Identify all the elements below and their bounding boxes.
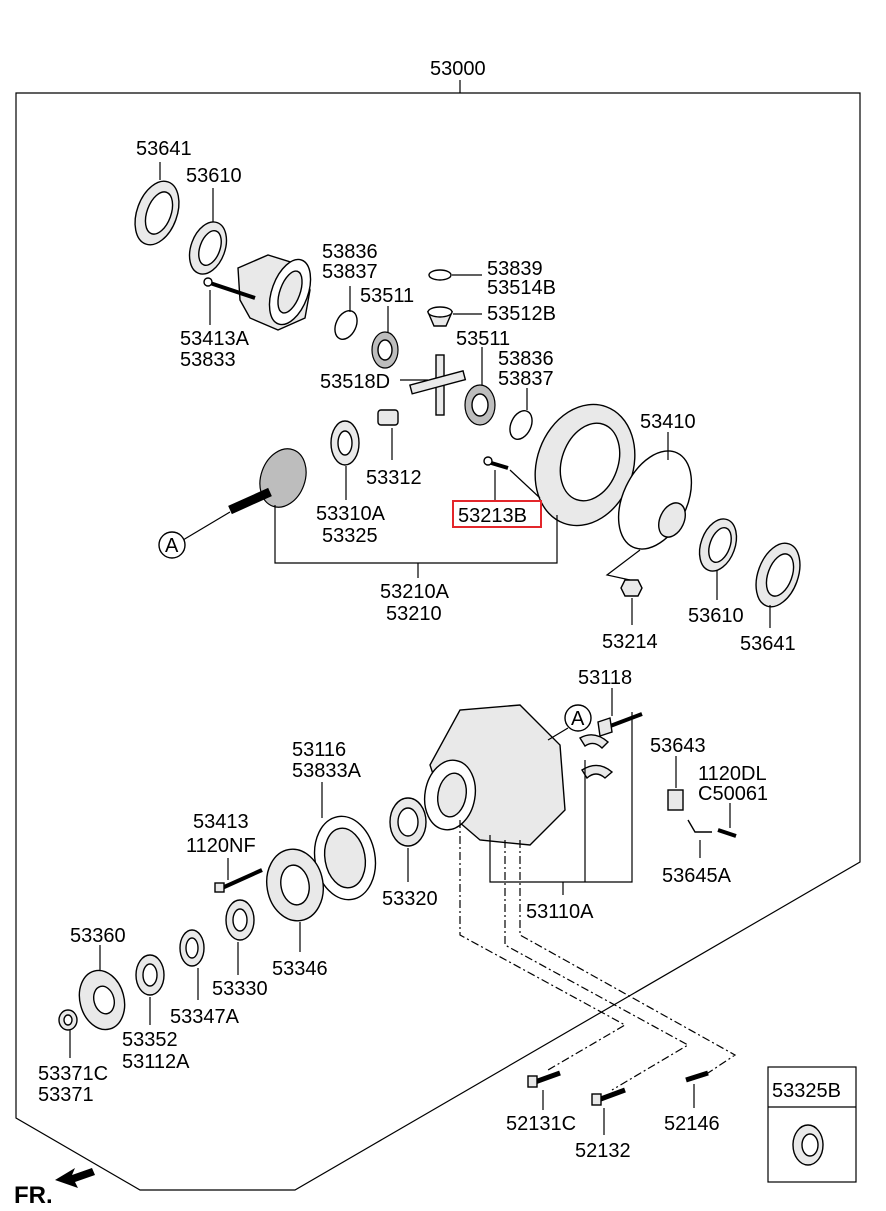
label-53410: 53410	[640, 411, 696, 433]
label-53837-mid: 53837	[498, 368, 554, 390]
label-53413: 53413	[193, 811, 249, 833]
label-53371C: 53371C	[38, 1063, 108, 1085]
label-53836-top: 53836	[322, 241, 378, 263]
carrier-housing[interactable]	[419, 704, 566, 846]
label-53514B: 53514B	[487, 277, 556, 299]
bearing-cap-53118[interactable]	[579, 712, 643, 780]
label-53641-bot: 53641	[740, 633, 796, 655]
label-52146: 52146	[664, 1113, 720, 1135]
label-53641-top: 53641	[136, 138, 192, 160]
label-53836-mid: 53836	[498, 348, 554, 370]
thrust-block-53312[interactable]	[377, 409, 399, 426]
bearing-cone-53610-top[interactable]	[183, 217, 233, 279]
pinion-gear-53512B[interactable]	[426, 306, 454, 327]
bracket-53645A[interactable]	[687, 819, 737, 838]
label-53833: 53833	[180, 349, 236, 371]
retainer-53346[interactable]	[261, 845, 329, 926]
label-53346: 53346	[272, 958, 328, 980]
assembly-outline	[15, 80, 861, 1191]
assembly-number: 53000	[430, 58, 486, 80]
companion-flange-53360[interactable]	[73, 965, 131, 1034]
label-52132: 52132	[575, 1140, 631, 1162]
label-53310A: 53310A	[316, 503, 386, 525]
label-53643: 53643	[650, 735, 706, 757]
dowel-52146[interactable]	[685, 1070, 709, 1083]
svg-text:A: A	[571, 708, 585, 730]
stud-52131C[interactable]	[527, 1070, 561, 1088]
side-gear-53511-top[interactable]	[371, 331, 399, 369]
label-53645A: 53645A	[662, 865, 732, 887]
label-53312: 53312	[366, 467, 422, 489]
label-53511-mid: 53511	[456, 328, 510, 350]
label-1120DL: 1120DL	[698, 763, 767, 785]
svg-text:A: A	[165, 535, 179, 557]
drive-pinion[interactable]	[228, 442, 314, 515]
ring-gear[interactable]	[519, 390, 652, 539]
label-53116: 53116	[292, 739, 346, 761]
label-53110A: 53110A	[526, 901, 594, 923]
label-53214: 53214	[602, 631, 658, 653]
label-53320: 53320	[382, 888, 438, 910]
label-53352: 53352	[122, 1029, 178, 1051]
side-gear-53511-mid[interactable]	[464, 384, 496, 426]
callout-A-bottom: A	[564, 704, 592, 732]
label-53610-top: 53610	[186, 165, 242, 187]
differential-case[interactable]	[237, 254, 319, 331]
pinion-shaft-53518D[interactable]	[409, 354, 467, 416]
differential-carrier-53410[interactable]	[604, 439, 706, 560]
bearing-53330[interactable]	[225, 899, 255, 941]
oil-seal-53352[interactable]	[135, 954, 165, 996]
label-53210A: 53210A	[380, 581, 450, 603]
label-53360: 53360	[70, 925, 126, 947]
bearing-53310A[interactable]	[330, 420, 360, 466]
orientation-label: FR.	[14, 1182, 53, 1209]
pinion-washer-53839[interactable]	[428, 269, 452, 281]
label-53213B: 53213B	[458, 505, 527, 527]
label-53610-bot: 53610	[688, 605, 744, 627]
label-53330: 53330	[212, 978, 268, 1000]
label-53118: 53118	[578, 667, 632, 689]
bolt-53413[interactable]	[214, 868, 263, 893]
inset-box-53325B[interactable]	[767, 1066, 857, 1183]
label-52131C: 52131C	[506, 1113, 576, 1135]
plate-53643[interactable]	[667, 789, 684, 811]
ring-gear-bolt-53213B[interactable]	[483, 456, 509, 470]
label-53325B: 53325B	[772, 1080, 841, 1102]
bearing-cup-53641-bot[interactable]	[748, 537, 808, 613]
label-53347A: 53347A	[170, 1006, 240, 1028]
label-53210: 53210	[386, 603, 442, 625]
nut-53214[interactable]	[620, 579, 643, 597]
label-53325: 53325	[322, 525, 378, 547]
callout-A-top: A	[158, 531, 186, 559]
bolt-53413A[interactable]	[203, 277, 256, 300]
bearing-53320[interactable]	[389, 797, 427, 847]
label-53512B: 53512B	[487, 303, 556, 325]
label-C50061: C50061	[698, 783, 768, 805]
label-53413A: 53413A	[180, 328, 250, 350]
label-53518D: 53518D	[320, 371, 390, 393]
label-53112A: 53112A	[122, 1051, 190, 1073]
label-53511-top: 53511	[360, 285, 414, 307]
label-53833A: 53833A	[292, 760, 362, 782]
nut-53371C[interactable]	[58, 1009, 78, 1031]
spacer-53347A[interactable]	[179, 929, 205, 967]
thrust-washer-53836-mid[interactable]	[506, 407, 537, 443]
stud-52132[interactable]	[591, 1087, 626, 1106]
front-arrow-icon	[55, 1168, 95, 1188]
bearing-cone-53610-bot[interactable]	[693, 514, 743, 576]
label-53839: 53839	[487, 258, 543, 280]
label-53371: 53371	[38, 1084, 94, 1106]
bearing-cup-53641-top[interactable]	[127, 175, 187, 251]
label-1120NF: 1120NF	[186, 835, 256, 857]
label-53837-top: 53837	[322, 261, 378, 283]
highlight-box-53213B[interactable]	[452, 500, 542, 528]
thrust-washer-53836-top[interactable]	[331, 307, 362, 343]
